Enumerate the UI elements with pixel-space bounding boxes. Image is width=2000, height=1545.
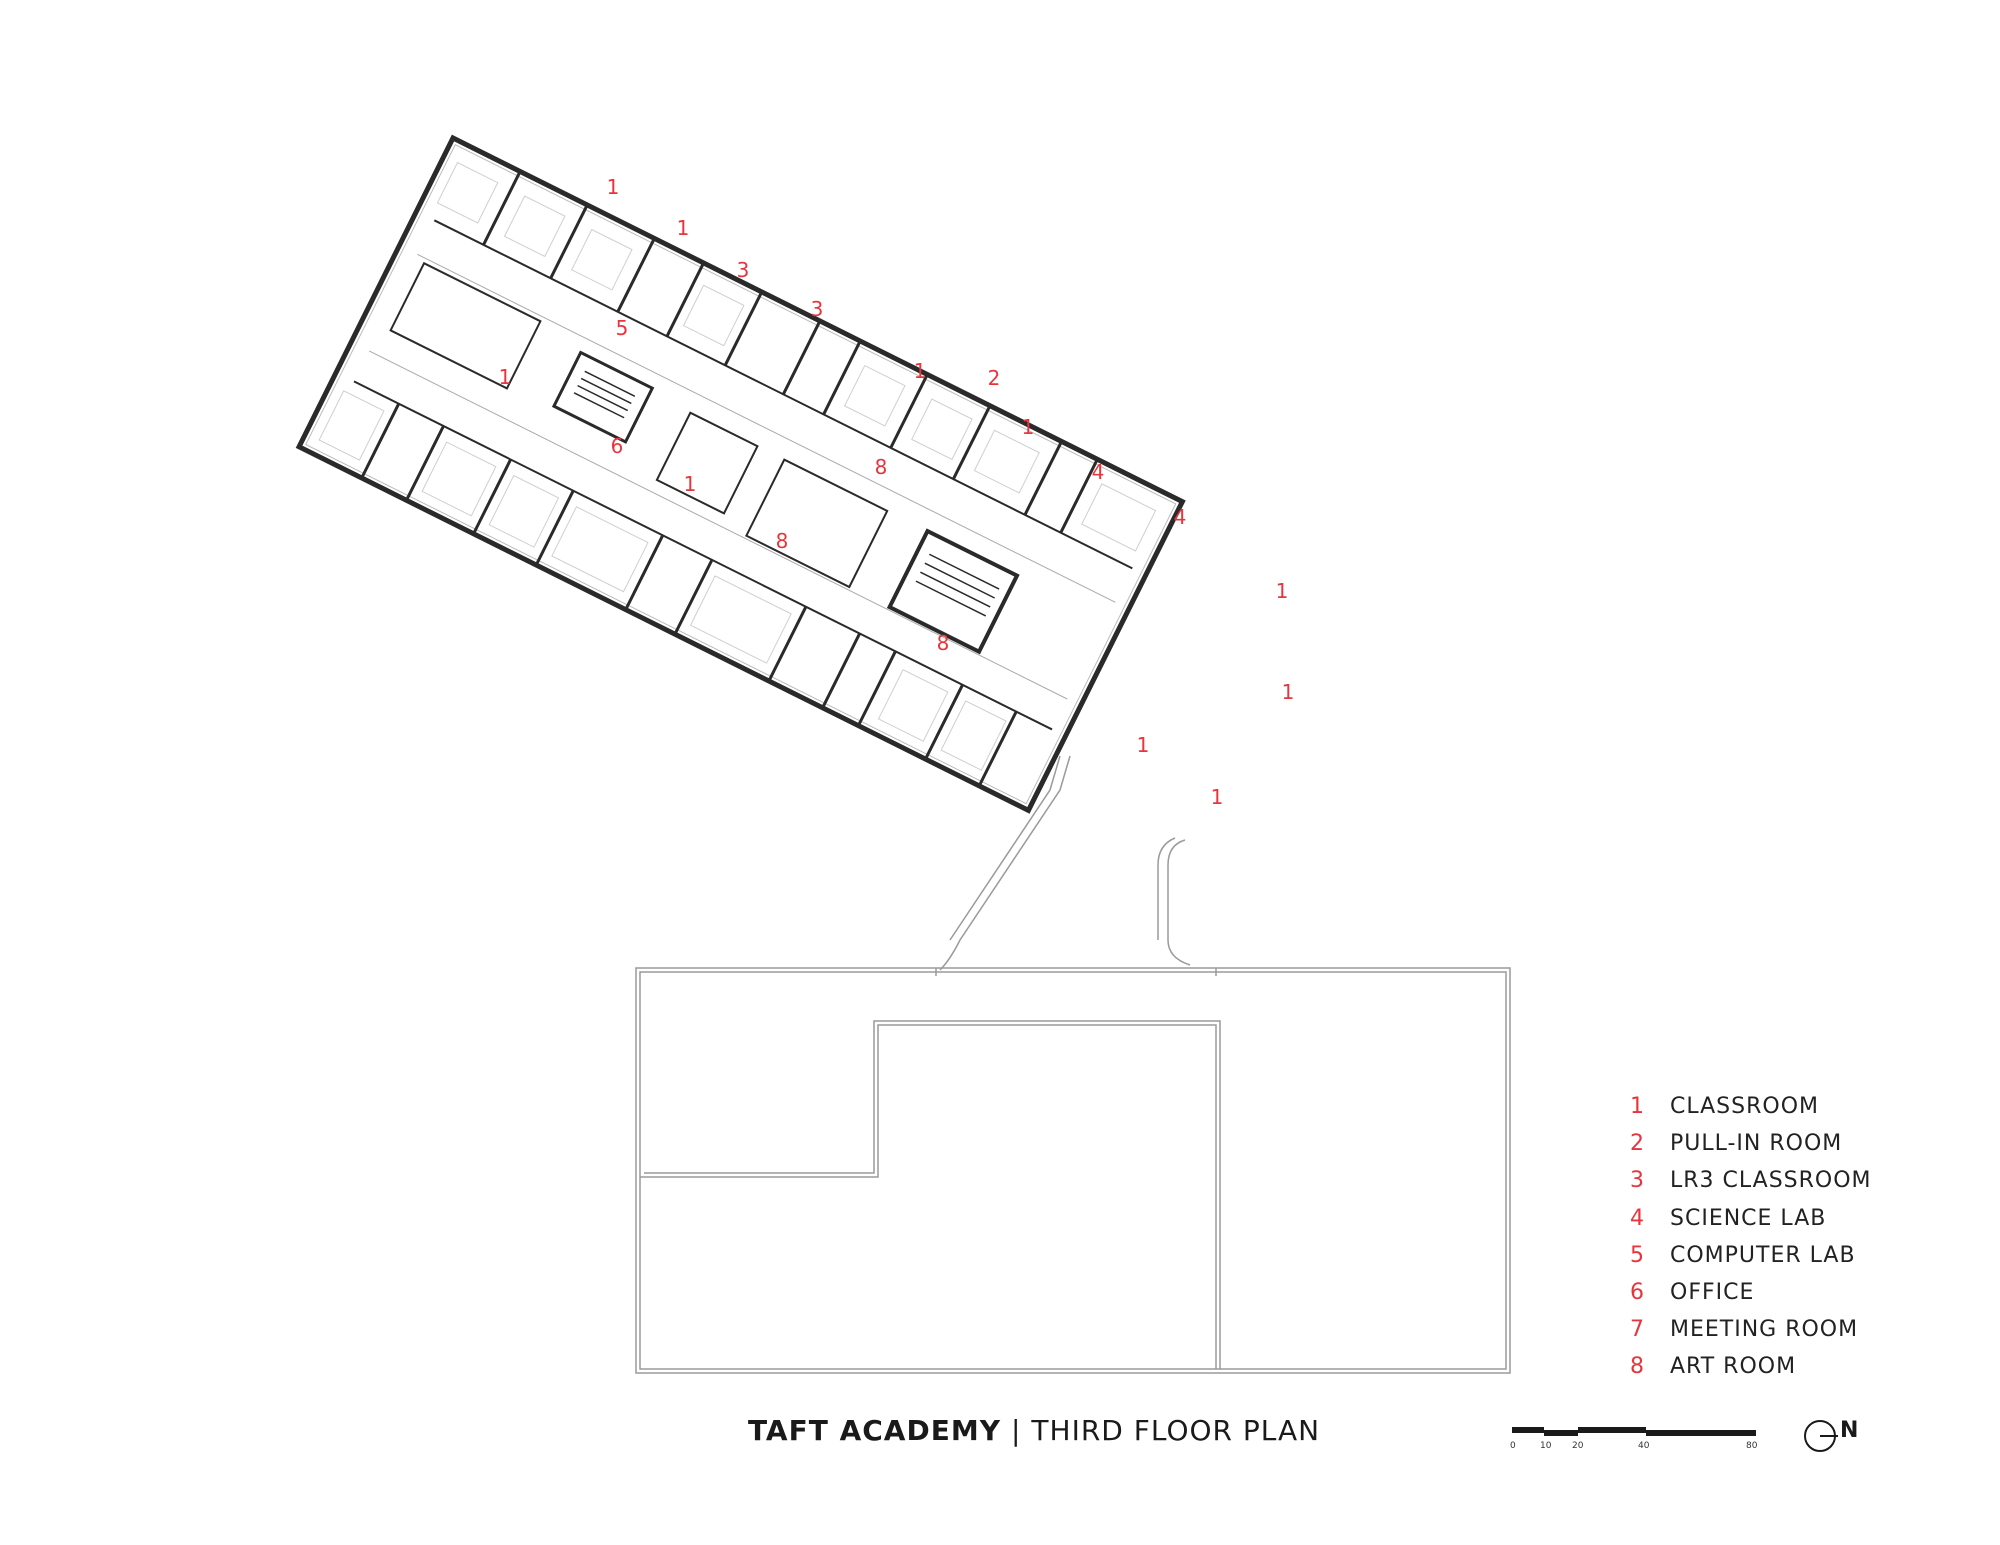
room-tag: 6 [611, 434, 624, 458]
room-tag: 1 [1211, 785, 1224, 809]
room-tag: 1 [1282, 680, 1295, 704]
room-tag: 3 [811, 297, 824, 321]
legend-number: 4 [1630, 1205, 1644, 1231]
room-tag: 1 [1137, 733, 1150, 757]
room-tag: 1 [1022, 415, 1035, 439]
legend-label: ART ROOM [1670, 1354, 1797, 1380]
room-tag: 2 [988, 366, 1001, 390]
room-tag: 1 [607, 175, 620, 199]
legend-number: 1 [1630, 1094, 1644, 1120]
lower-building-outline [635, 967, 1511, 1374]
legend-label: CLASSROOM [1670, 1094, 1820, 1120]
room-tag: 1 [1276, 579, 1289, 603]
room-tag: 4 [1174, 505, 1187, 529]
legend-number: 6 [1630, 1280, 1644, 1306]
legend-label: MEETING ROOM [1670, 1317, 1859, 1343]
room-tag: 1 [499, 365, 512, 389]
legend-item: 7 MEETING ROOM [1630, 1311, 1960, 1348]
legend-item: 1 CLASSROOM [1630, 1088, 1960, 1125]
room-tag: 1 [914, 359, 927, 383]
room-tag: 8 [937, 631, 950, 655]
room-tags: 1 1 3 3 5 1 2 1 1 4 4 1 6 1 8 8 8 1 1 1 [499, 175, 1295, 809]
scale-tick-label: 40 [1638, 1441, 1650, 1451]
legend-label: PULL-IN ROOM [1670, 1131, 1843, 1157]
room-tag: 1 [677, 216, 690, 240]
room-tag: 3 [737, 258, 750, 282]
legend-number: 7 [1630, 1317, 1644, 1343]
room-tag: 4 [1092, 460, 1105, 484]
bridge-connector [939, 755, 1191, 971]
legend-item: 4 SCIENCE LAB [1630, 1200, 1960, 1237]
plan-title: TAFT ACADEMY | THIRD FLOOR PLAN [748, 1414, 1320, 1447]
legend-label: LR3 CLASSROOM [1670, 1168, 1872, 1194]
north-label: N [1840, 1418, 1859, 1443]
school-name: TAFT ACADEMY [748, 1414, 1001, 1447]
title-separator: | [1010, 1414, 1022, 1447]
room-tag: 1 [684, 472, 697, 496]
room-tag: 8 [776, 529, 789, 553]
north-arrow-icon [1804, 1420, 1838, 1452]
scale-tick-label: 0 [1510, 1441, 1516, 1451]
plan-subtitle: THIRD FLOOR PLAN [1031, 1414, 1321, 1447]
scale-tick-label: 80 [1746, 1441, 1758, 1451]
legend-item: 5 COMPUTER LAB [1630, 1237, 1960, 1274]
room-tag: 5 [616, 316, 629, 340]
legend-item: 2 PULL-IN ROOM [1630, 1125, 1960, 1162]
legend-number: 3 [1630, 1168, 1644, 1194]
scale-tick-label: 20 [1572, 1441, 1584, 1451]
legend-item: 8 ART ROOM [1630, 1348, 1960, 1385]
legend-label: SCIENCE LAB [1670, 1205, 1827, 1231]
scale-tick-label: 10 [1540, 1441, 1552, 1451]
legend-number: 5 [1630, 1242, 1644, 1268]
legend-number: 2 [1630, 1131, 1644, 1157]
legend-label: OFFICE [1670, 1280, 1755, 1306]
room-tag: 8 [875, 455, 888, 479]
legend-label: COMPUTER LAB [1670, 1242, 1856, 1268]
scale-bar [1512, 1427, 1756, 1436]
building-wing [295, 134, 1186, 814]
legend-number: 8 [1630, 1354, 1644, 1380]
legend-item: 6 OFFICE [1630, 1274, 1960, 1311]
legend-item: 3 LR3 CLASSROOM [1630, 1162, 1960, 1199]
